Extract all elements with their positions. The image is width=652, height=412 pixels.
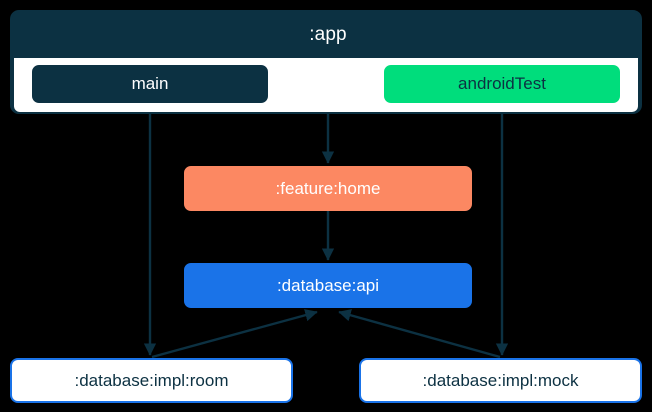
node-database-impl-mock-label: :database:impl:mock: [422, 370, 579, 390]
node-androidtest[interactable]: androidTest: [384, 65, 620, 103]
node-feature-home[interactable]: :feature:home: [184, 166, 472, 211]
edge-room-to-database-api: [151, 309, 318, 359]
subgraph-app-title: :app: [309, 24, 347, 45]
node-feature-home-label: :feature:home: [275, 178, 381, 198]
node-database-api[interactable]: :database:api: [184, 263, 472, 308]
edge-mock-to-database-api: [338, 309, 501, 359]
node-main-label: main: [131, 74, 169, 93]
node-database-impl-room-label: :database:impl:room: [74, 370, 229, 390]
node-main[interactable]: main: [32, 65, 268, 103]
node-database-api-label: :database:api: [276, 275, 380, 295]
node-database-impl-room[interactable]: :database:impl:room: [10, 358, 293, 403]
node-database-impl-mock[interactable]: :database:impl:mock: [359, 358, 642, 403]
node-androidtest-label: androidTest: [458, 74, 546, 93]
